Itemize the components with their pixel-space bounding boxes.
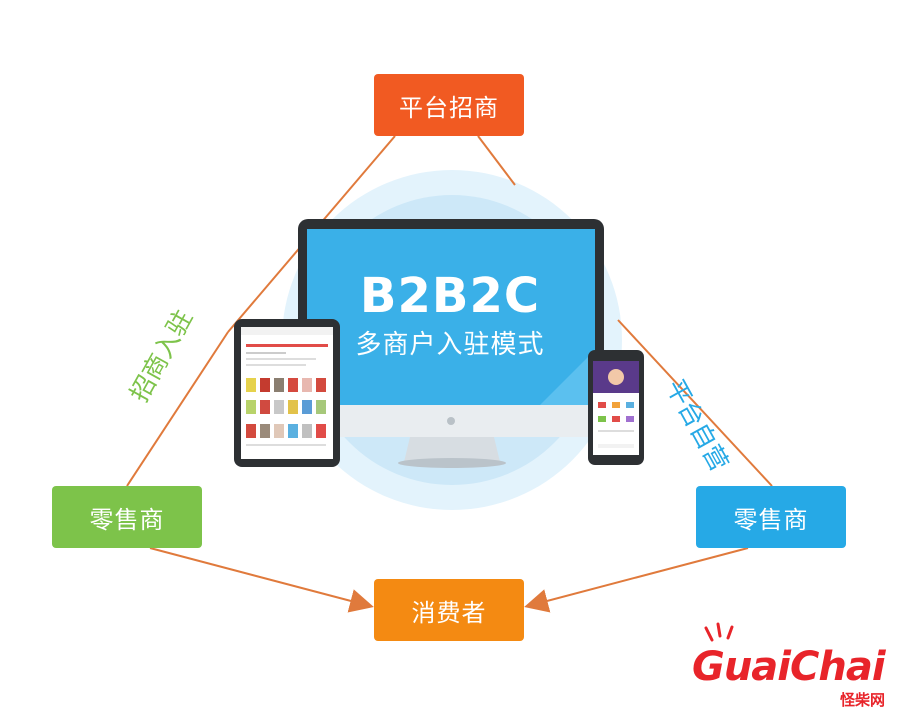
node-platform-recruitment: 平台招商 (374, 74, 524, 136)
logo-flame-icon (704, 622, 734, 642)
monitor-title: B2B2C (359, 268, 541, 324)
arrow-right-icon (149, 547, 374, 613)
node-platform-recruitment-label: 平台招商 (399, 93, 499, 122)
phone-illustration (588, 350, 644, 465)
monitor-subtitle: 多商户入驻模式 (355, 330, 545, 360)
connector-right (617, 319, 773, 487)
node-consumer-label: 消费者 (411, 598, 487, 627)
tablet-illustration (234, 319, 340, 467)
node-retailer-right-label: 零售商 (733, 505, 809, 534)
connector-top-right (477, 135, 516, 186)
node-consumer: 消费者 (374, 579, 524, 641)
node-retailer-left: 零售商 (52, 486, 202, 548)
arrow-left-icon (524, 547, 749, 613)
node-retailer-left-label: 零售商 (89, 505, 165, 534)
watermark-logo-text: GuaiChai (692, 644, 886, 690)
watermark-logo: GuaiChai 怪柴网 (692, 644, 886, 709)
connector-left-lower (126, 331, 229, 487)
monitor-illustration (298, 219, 604, 468)
node-retailer-right: 零售商 (696, 486, 846, 548)
watermark-logo-subtitle: 怪柴网 (840, 691, 886, 709)
